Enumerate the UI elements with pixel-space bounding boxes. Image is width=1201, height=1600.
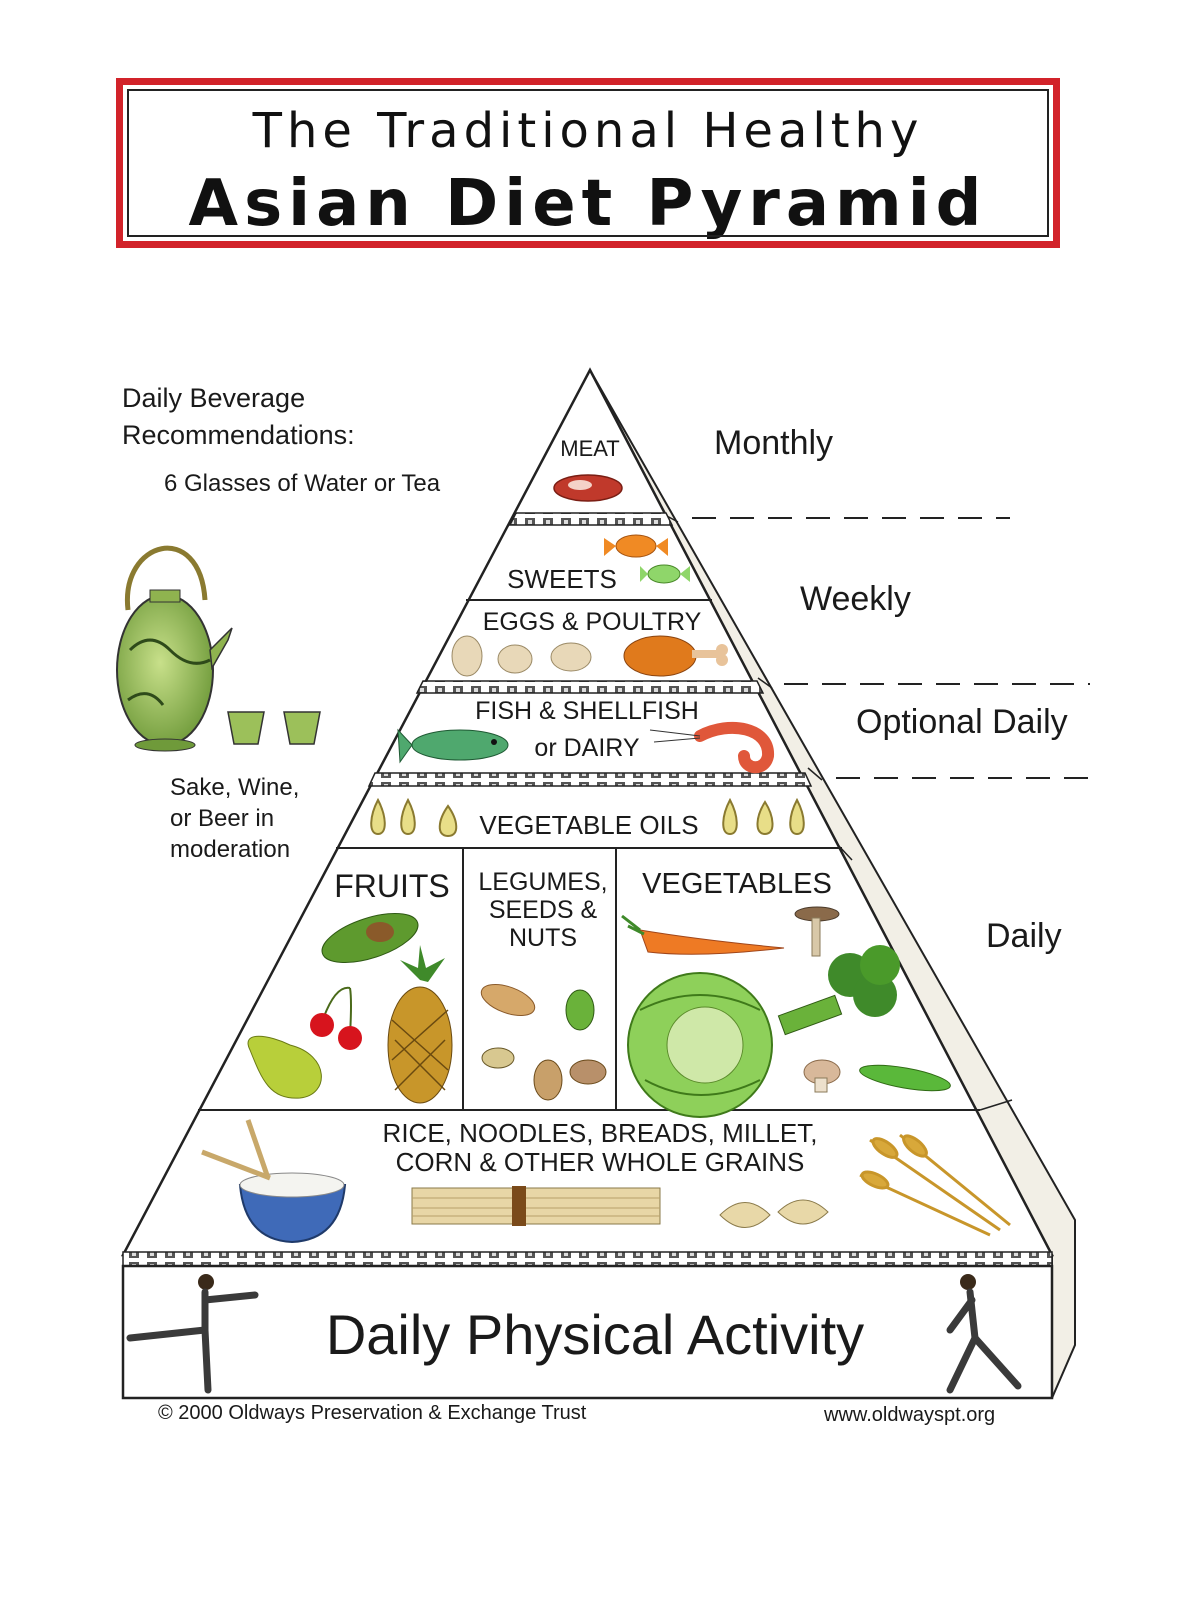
pea-pod-icon — [859, 1064, 951, 1092]
tier-fish-label-line-1: FISH & SHELLFISH — [475, 697, 699, 725]
noodles-icon — [411, 1186, 661, 1226]
candy-icon — [604, 534, 690, 584]
legumes-line-2: SEEDS & — [488, 896, 598, 924]
tier-meat-label: MEAT — [560, 436, 620, 461]
chicken-leg-icon — [623, 635, 728, 677]
tea-cup-icon — [227, 711, 321, 745]
eggs-icon — [451, 635, 592, 677]
pear-icon — [247, 1035, 322, 1099]
frequency-daily: Daily — [986, 917, 1062, 955]
mushroom-icon — [794, 906, 841, 1093]
tier-dividers — [122, 512, 1053, 1267]
tier-legumes-label: LEGUMES, SEEDS & NUTS — [470, 868, 616, 952]
frequency-weekly: Weekly — [800, 580, 911, 618]
activity-label: Daily Physical Activity — [325, 1303, 865, 1366]
wheat-icon — [859, 1133, 1011, 1237]
tier-vegetables-label: VEGETABLES — [642, 868, 832, 900]
nuts-icon — [480, 983, 607, 1101]
tier-sweets-label: SWEETS — [507, 564, 617, 594]
tier-grains-label-line-1: RICE, NOODLES, BREADS, MILLET, — [382, 1118, 818, 1148]
alcohol-line-1: Sake, Wine, — [170, 774, 300, 801]
beverage-heading-line-1: Daily Beverage — [122, 383, 306, 413]
frequency-monthly: Monthly — [714, 424, 834, 462]
carrot-icon — [621, 914, 785, 955]
oil-drop-icon — [370, 797, 805, 838]
tier-grains-label-line-2: CORN & OTHER WHOLE GRAINS — [395, 1147, 805, 1177]
alcohol-line-3: moderation — [170, 836, 291, 863]
rice-bowl-icon — [201, 1119, 347, 1244]
beverage-heading: Daily Beverage Recommendations: — [122, 380, 355, 454]
website-link[interactable]: www.oldwayspt.org — [824, 1404, 996, 1426]
pineapple-icon — [387, 945, 453, 1104]
alcohol-recommendation: Sake, Wine, or Beer in moderation — [170, 772, 299, 865]
frequency-optional-daily: Optional Daily — [856, 703, 1068, 741]
avocado-icon — [321, 912, 419, 964]
walker-icon — [946, 1274, 1022, 1394]
title-banner: The Traditional Healthy Asian Diet Pyram… — [116, 78, 1060, 248]
legumes-line-1: LEGUMES, — [478, 868, 608, 896]
activity-base — [121, 1264, 1054, 1400]
meat-icon — [553, 474, 623, 502]
tier-oils-label: VEGETABLE OILS — [479, 810, 699, 840]
copyright-text: © 2000 Oldways Preservation & Exchange T… — [158, 1402, 587, 1424]
legumes-line-3: NUTS — [508, 924, 578, 952]
dumplings-icon — [719, 1199, 829, 1228]
shrimp-icon — [649, 721, 774, 774]
dancer-icon — [126, 1274, 259, 1394]
tier-eggs-poultry-label: EGGS & POULTRY — [482, 608, 702, 636]
alcohol-line-2: or Beer in — [170, 805, 275, 832]
cherries-icon — [310, 986, 362, 1050]
fish-icon — [397, 728, 509, 764]
tier-fruits-label: FRUITS — [334, 868, 450, 904]
tier-fish-label-line-2: or DAIRY — [534, 734, 640, 762]
teapot-icon — [116, 545, 233, 752]
frequency-separators — [692, 517, 1100, 779]
water-recommendation: 6 Glasses of Water or Tea — [164, 470, 441, 497]
broccoli-icon — [777, 945, 900, 1036]
beverage-heading-line-2: Recommendations: — [122, 420, 355, 450]
cabbage-icon — [627, 972, 773, 1118]
